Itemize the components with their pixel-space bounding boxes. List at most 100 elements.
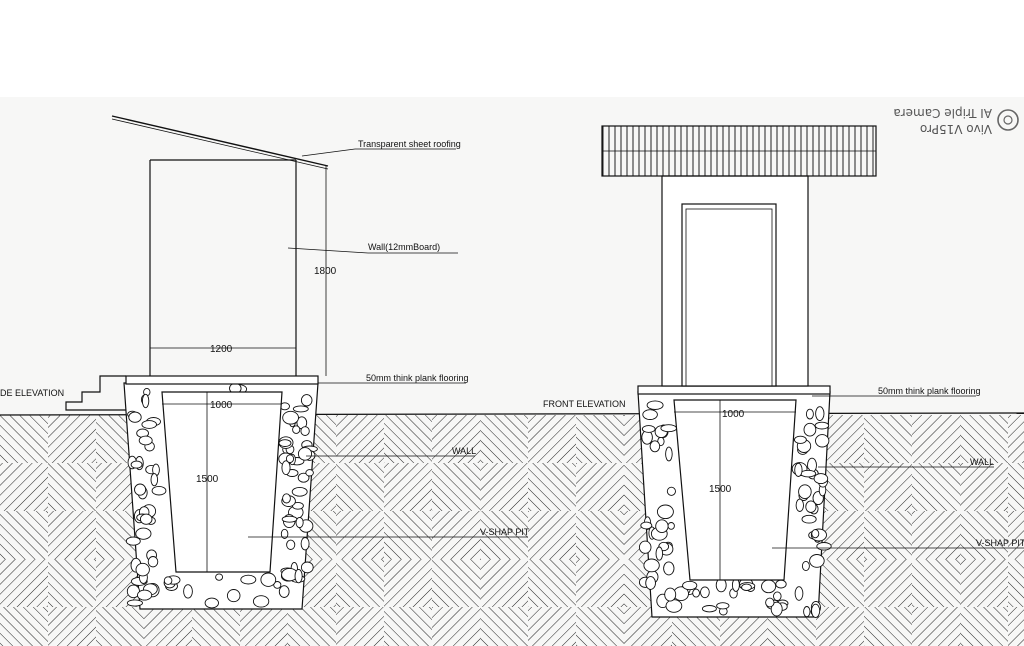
soil-tile: [1008, 463, 1024, 511]
stone: [126, 599, 143, 607]
soil-tile: [480, 607, 528, 646]
stone: [795, 498, 804, 512]
soil-tile: [960, 511, 1008, 559]
soil-tile: [528, 607, 576, 646]
side-width-label: 1200: [210, 344, 233, 355]
stone: [642, 409, 658, 420]
stone: [655, 519, 669, 534]
stone: [640, 521, 653, 530]
stone: [147, 556, 159, 568]
soil-tile: [48, 559, 96, 607]
soil-tile: [432, 463, 480, 511]
stone: [138, 435, 153, 446]
stone: [773, 591, 782, 601]
soil-tile: [960, 463, 1008, 511]
stone: [770, 601, 783, 617]
soil-tile: [336, 607, 384, 646]
stone: [281, 460, 291, 476]
soil-tile: [288, 607, 336, 646]
stone: [292, 405, 309, 413]
soil-tile: [0, 415, 48, 463]
side-roof-sheet: [111, 115, 329, 167]
stone: [282, 410, 299, 425]
front-floor-label: 50mm think plank flooring: [878, 386, 981, 396]
stone: [646, 400, 664, 410]
soil-tile: [48, 607, 96, 646]
stone: [798, 484, 812, 500]
stone: [809, 554, 825, 568]
soil-tile: [432, 559, 480, 607]
stone: [252, 595, 270, 608]
stone: [305, 469, 314, 477]
stone: [128, 411, 142, 423]
soil-tile: [1008, 415, 1024, 463]
stone: [292, 425, 301, 434]
soil-tile: [960, 415, 1008, 463]
soil-tile: [48, 415, 96, 463]
stone: [815, 434, 830, 448]
side-wall-label: WALL: [452, 446, 476, 456]
front-door: [681, 203, 777, 387]
stone: [300, 426, 310, 436]
soil-tile: [528, 511, 576, 559]
stone: [183, 584, 193, 599]
front-pit-width-label: 1000: [722, 409, 745, 420]
side-pit-width-label: 1000: [210, 400, 233, 411]
front-pit-stones: [638, 400, 832, 618]
stone: [813, 473, 829, 485]
stone: [655, 546, 664, 561]
stone: [811, 529, 820, 539]
stone: [805, 500, 817, 513]
soil-tile: [336, 511, 384, 559]
stone: [151, 485, 167, 496]
side-steps: [65, 375, 126, 411]
front-pit-label: V-SHAP PIT: [976, 538, 1024, 548]
soil-tile: [816, 559, 864, 607]
soil-tile: [192, 607, 240, 646]
soil-tile: [144, 607, 192, 646]
stone: [794, 586, 804, 601]
stone: [300, 561, 314, 574]
stone: [716, 602, 730, 610]
soil-tile: [1008, 607, 1024, 646]
side-roof-label: Transparent sheet roofing: [358, 139, 461, 149]
soil-tile: [48, 511, 96, 559]
soil-tile: [432, 607, 480, 646]
side-height-label: 1800: [314, 266, 337, 277]
soil-tile: [864, 415, 912, 463]
stone: [701, 605, 717, 613]
soil-tile: [0, 559, 48, 607]
soil-tile: [528, 415, 576, 463]
soil-tile: [384, 415, 432, 463]
stone: [665, 599, 683, 613]
stone: [291, 486, 308, 497]
side-floor-label: 50mm think plank flooring: [366, 373, 469, 383]
stone: [815, 406, 825, 421]
side-pit-interior: [161, 391, 283, 573]
stone: [800, 469, 817, 478]
soil-tile: [576, 511, 624, 559]
stone: [643, 558, 660, 573]
soil-tile: [912, 607, 960, 646]
soil-tile: [960, 559, 1008, 607]
stone: [130, 460, 143, 469]
stone: [664, 587, 677, 602]
stone: [660, 424, 677, 433]
soil-tile: [1008, 511, 1024, 559]
soil-tile: [240, 607, 288, 646]
stone: [649, 440, 661, 453]
soil-tile: [864, 511, 912, 559]
soil-tile: [48, 463, 96, 511]
stone: [814, 421, 830, 430]
soil-tile: [576, 463, 624, 511]
stone: [805, 408, 814, 420]
stone: [294, 568, 303, 584]
stone: [280, 528, 289, 539]
soil-tile: [432, 415, 480, 463]
stone: [278, 585, 290, 598]
soil-tile: [0, 463, 48, 511]
soil-tile: [0, 607, 48, 646]
stone: [816, 542, 832, 551]
side-pit-depth-label: 1500: [196, 474, 219, 485]
stone: [641, 425, 656, 433]
